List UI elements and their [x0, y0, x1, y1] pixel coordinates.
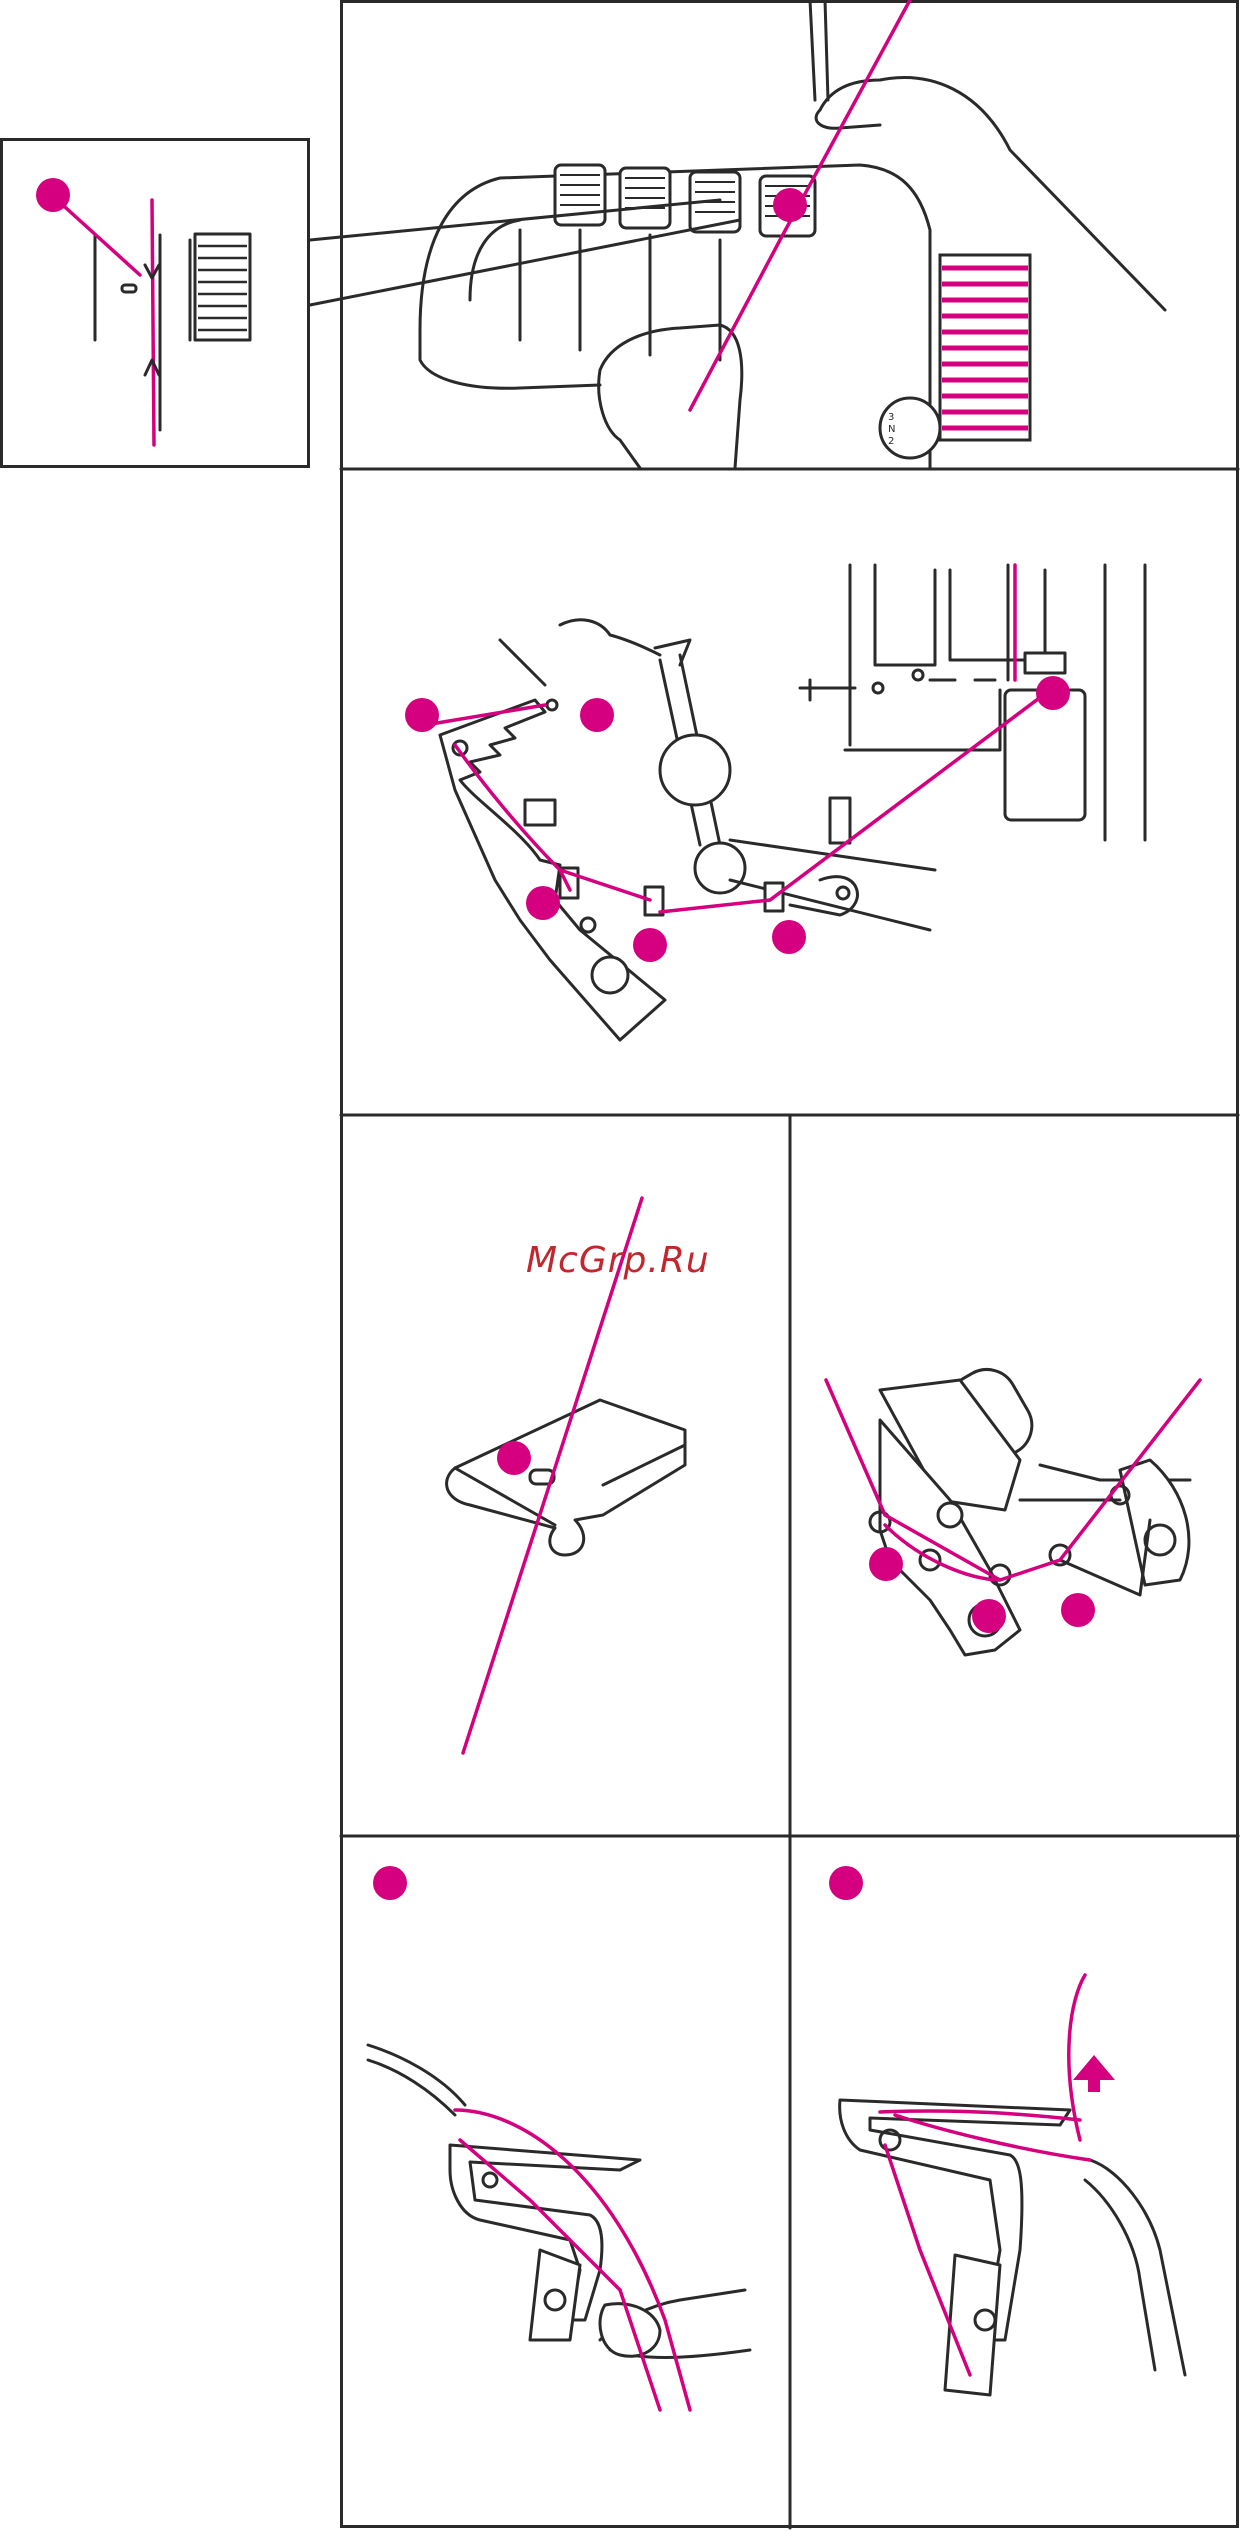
- guide-marker-3: [526, 886, 560, 920]
- inset-detail: [36, 178, 250, 445]
- tweezers-icon: [1085, 2160, 1185, 2375]
- tweezers-icon: [368, 2045, 465, 2115]
- looper-marker-3: [1061, 1593, 1095, 1627]
- panel-presser-foot: [447, 1198, 685, 1753]
- looper-marker-2: [972, 1599, 1006, 1633]
- inset-marker: [36, 178, 70, 212]
- guide-marker-6: [1036, 676, 1070, 710]
- step-a-marker: [373, 1866, 407, 1900]
- step-marker: [773, 188, 807, 222]
- panel-needle-step-a: [368, 1866, 750, 2410]
- dial-label-3: 3: [888, 412, 894, 423]
- panel-thread-guide-path: [405, 565, 1145, 1040]
- step-b-marker: [829, 1866, 863, 1900]
- presser-foot-marker: [497, 1441, 531, 1475]
- panel-thread-insertion: 3 N 2: [310, 0, 1165, 468]
- dial-label-n: N: [888, 424, 895, 435]
- tension-dials: [520, 165, 815, 360]
- dial-label-2: 2: [888, 436, 894, 447]
- arrow-up-icon: [1073, 2055, 1115, 2092]
- guide-marker-5: [772, 920, 806, 954]
- spool-icon: [940, 255, 1030, 440]
- watermark: McGrp.Ru: [526, 1240, 710, 1281]
- guide-marker-1: [405, 698, 439, 732]
- looper-marker-1: [869, 1547, 903, 1581]
- guide-marker-2: [580, 698, 614, 732]
- guide-marker-4: [633, 928, 667, 962]
- panel-looper-threading: [826, 1359, 1200, 1655]
- panel-needle-step-b: [829, 1866, 1185, 2395]
